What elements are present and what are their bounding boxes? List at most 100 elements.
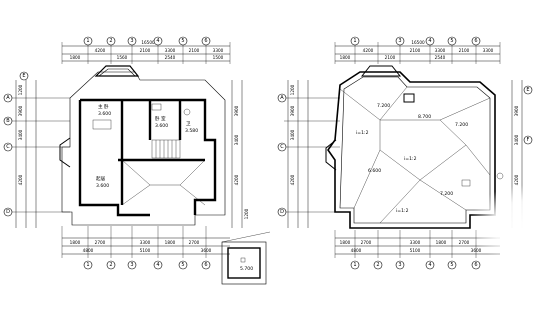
slope-label: i=1:2 [404,156,417,162]
svg-text:1200: 1200 [18,84,23,95]
svg-text:2100: 2100 [385,55,396,60]
svg-text:3900: 3900 [234,105,239,116]
svg-text:1: 1 [353,38,356,44]
svg-text:2: 2 [109,262,112,268]
elevation-mark: 8.700 [418,114,431,120]
svg-text:4200: 4200 [514,174,519,185]
svg-text:5: 5 [181,38,184,44]
svg-text:2700: 2700 [189,240,200,245]
svg-text:5100: 5100 [140,248,151,253]
svg-text:5100: 5100 [410,248,421,253]
small-detail-plan: 5.700 [221,231,271,285]
svg-text:4200: 4200 [363,48,374,53]
svg-text:3400: 3400 [18,129,23,140]
svg-text:5: 5 [450,262,453,268]
grid-bubbles-left: A B C D E [3,71,29,217]
svg-text:3600: 3600 [471,248,482,253]
svg-text:2540: 2540 [435,55,446,60]
top-dim: 2100 [189,48,200,53]
svg-text:1800: 1800 [70,240,81,245]
top-sub-dim: 1560 [117,55,128,60]
elevation-mark: 6.600 [368,168,381,174]
room-label: 卫 [186,121,191,127]
room-mark: 3.600 [96,183,109,189]
svg-text:1: 1 [86,262,89,268]
grid-bubbles-bottom: 1 2 3 4 5 6 [350,260,481,270]
svg-text:E: E [22,73,25,79]
room-mark: 3.600 [155,123,168,129]
grid-bubbles-left: A C D [277,93,287,217]
svg-text:C: C [280,144,284,150]
svg-text:2: 2 [109,38,112,44]
top-sub-dim: 2540 [165,55,176,60]
svg-text:4: 4 [428,262,431,268]
svg-text:3600: 3600 [201,248,212,253]
svg-text:1800: 1800 [165,240,176,245]
svg-text:5: 5 [450,38,453,44]
svg-text:D: D [6,209,10,215]
svg-text:B: B [6,118,10,124]
grid-bubbles-bottom: 1 2 3 4 5 6 [83,260,211,270]
top-dim: 4200 [95,48,106,53]
svg-text:5.700: 5.700 [240,266,253,272]
svg-text:1: 1 [353,262,356,268]
svg-text:2700: 2700 [459,240,470,245]
svg-text:3: 3 [130,262,133,268]
top-dim: 2100 [140,48,151,53]
roof-ridges [339,86,491,224]
svg-text:6: 6 [204,262,207,268]
svg-text:2700: 2700 [361,240,372,245]
room-label: 起居 [96,176,106,182]
stair [151,139,181,159]
svg-text:6: 6 [204,38,207,44]
svg-text:3: 3 [398,38,401,44]
svg-text:A: A [6,95,10,101]
top-sub-dim: 1800 [70,55,81,60]
svg-text:3300: 3300 [140,240,151,245]
svg-text:4200: 4200 [290,174,295,185]
svg-text:4200: 4200 [234,174,239,185]
svg-text:3900: 3900 [18,105,23,116]
svg-text:1: 1 [86,38,89,44]
svg-text:4800: 4800 [83,248,94,253]
svg-text:16500: 16500 [411,40,425,45]
svg-text:4200: 4200 [18,174,23,185]
svg-text:3400: 3400 [514,134,519,145]
top-sub-dim: 1500 [213,55,224,60]
svg-text:2100: 2100 [410,48,421,53]
svg-text:2100: 2100 [459,48,470,53]
svg-text:4: 4 [156,38,159,44]
room-label: 主 卧 [98,103,109,110]
svg-text:1800: 1800 [436,240,447,245]
svg-text:2: 2 [376,262,379,268]
svg-text:1800: 1800 [340,55,351,60]
svg-text:3: 3 [398,262,401,268]
svg-text:3400: 3400 [234,134,239,145]
elevation-mark: 7.200 [377,103,390,109]
elevation-mark: 7.200 [440,191,453,197]
svg-text:A: A [280,95,284,101]
svg-text:E: E [526,87,529,93]
svg-text:D: D [280,209,284,215]
slope-label: i=1:2 [396,208,409,214]
svg-text:6: 6 [474,38,477,44]
svg-text:4800: 4800 [351,248,362,253]
svg-text:3300: 3300 [483,48,494,53]
top-total-dim: 16500 [141,40,155,45]
svg-text:3300: 3300 [435,48,446,53]
svg-text:1200: 1200 [244,208,249,219]
svg-text:5: 5 [181,262,184,268]
walls [78,98,217,217]
svg-text:3900: 3900 [514,105,519,116]
room-mark: 3.600 [98,111,111,117]
svg-text:3300: 3300 [410,240,421,245]
svg-text:1200: 1200 [290,84,295,95]
room-mark: 3.580 [185,128,198,134]
watermark-glare [470,185,558,265]
svg-text:4: 4 [428,38,431,44]
top-dim: 3300 [165,48,176,53]
grid-bubbles-top: 1 2 3 4 5 6 [83,36,211,46]
grid-bubbles-top: 1 3 4 5 6 [350,36,481,46]
top-dim: 3300 [213,48,224,53]
